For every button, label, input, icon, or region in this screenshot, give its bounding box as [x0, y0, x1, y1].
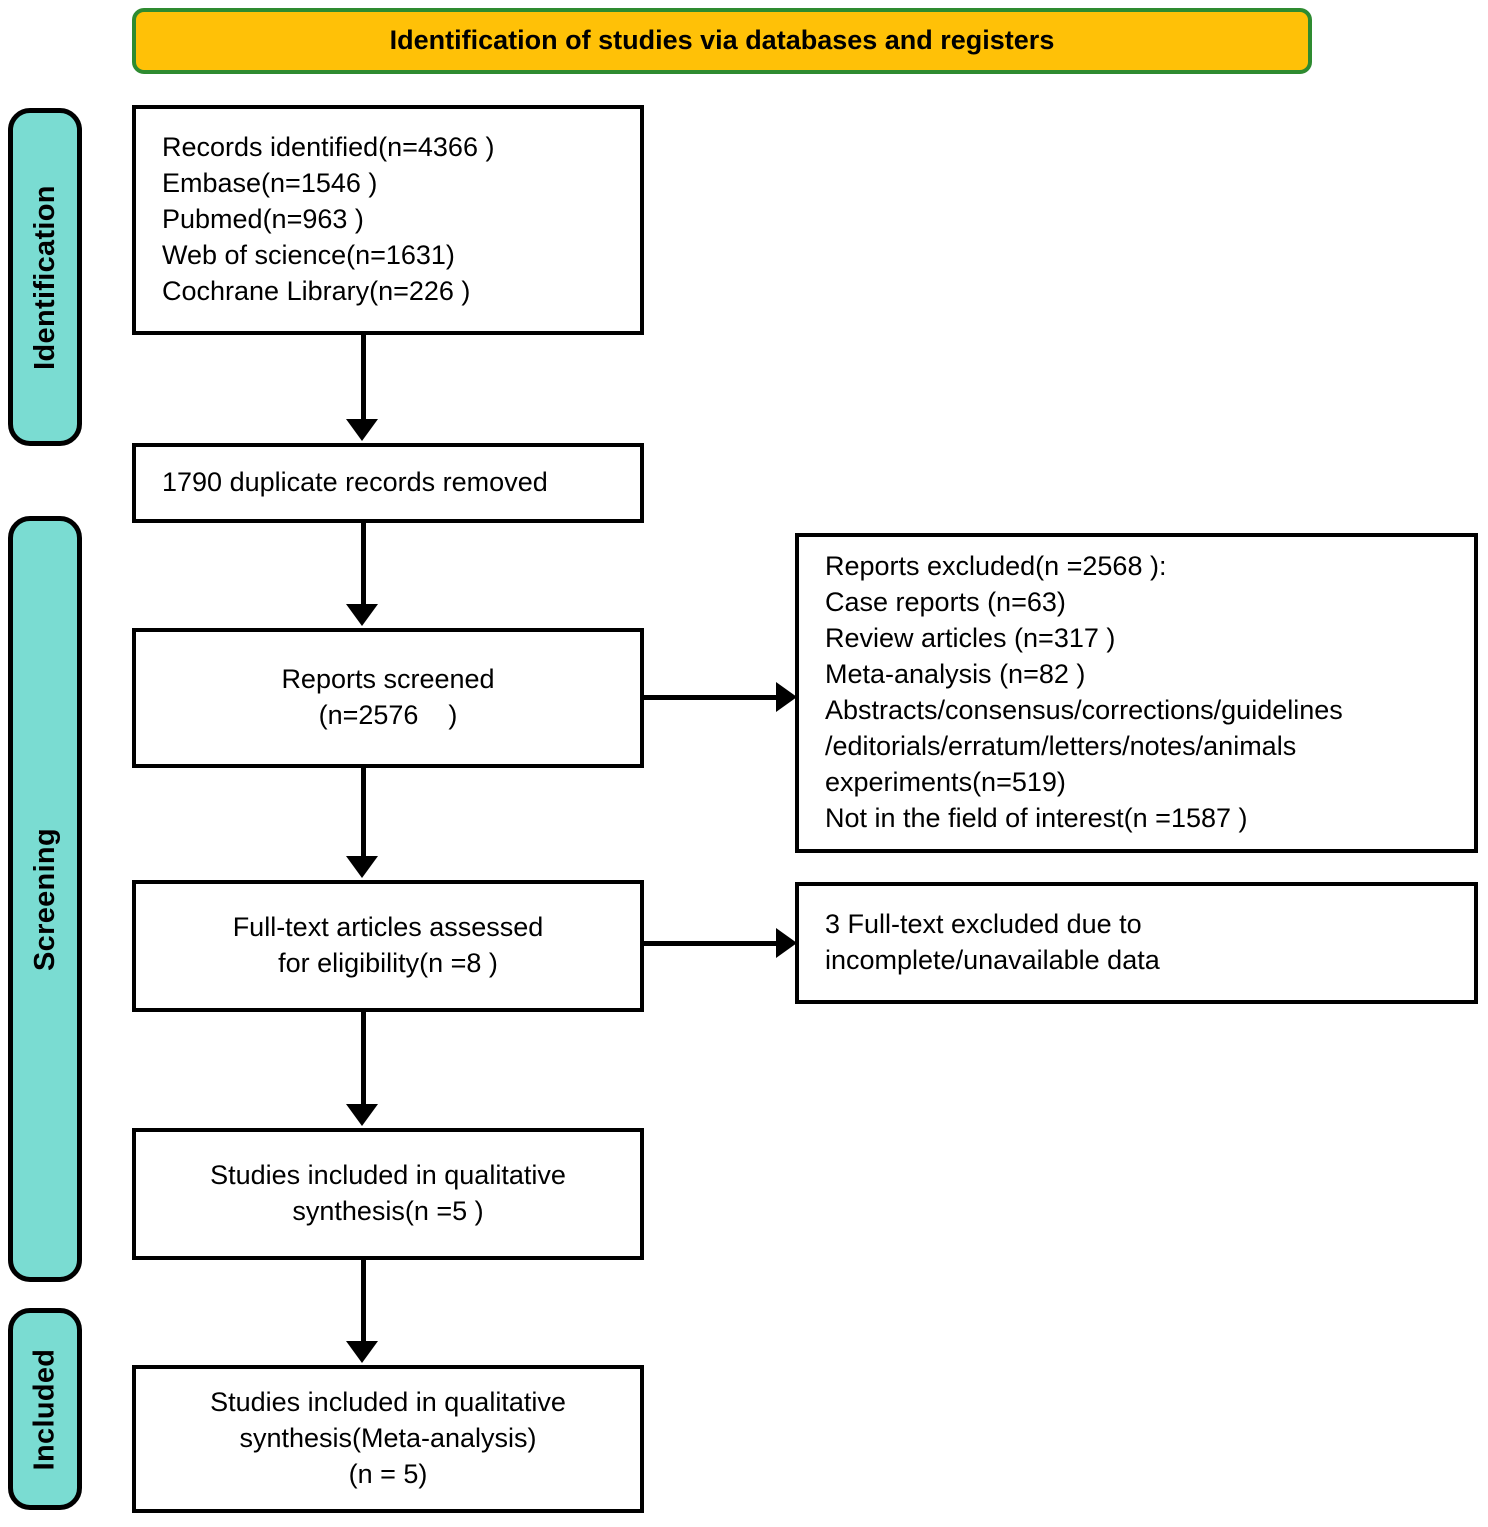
arrow-screened-to-excluded-head-icon — [776, 682, 797, 712]
arrow-screened-to-excluded-line — [644, 695, 778, 700]
box-line: Reports screened — [281, 664, 495, 695]
stage-label-included-text: Included — [28, 1348, 61, 1470]
box-line: experiments(n=519) — [825, 766, 1066, 797]
arrow-records-to-duplicates-line — [361, 335, 366, 421]
box-line: /editorials/erratum/letters/notes/animal… — [825, 730, 1297, 761]
box-line: Abstracts/consensus/corrections/guidelin… — [825, 695, 1343, 725]
arrow-fulltext-to-ftexcluded-head-icon — [776, 928, 797, 958]
box-line: Full-text articles assessed — [232, 912, 544, 943]
arrow-records-to-duplicates-head-icon — [346, 419, 378, 441]
arrow-qualitative-to-meta-line — [361, 1260, 366, 1343]
arrow-fulltext-to-qualitative-line — [361, 1012, 366, 1106]
arrow-fulltext-to-qualitative-head-icon — [346, 1104, 378, 1126]
box-reports-excluded: Reports excluded(n =2568 ): Case reports… — [795, 533, 1478, 853]
box-line: Reports excluded(n =2568 ): — [825, 551, 1167, 582]
box-line: Review articles (n=317 ) — [825, 623, 1116, 654]
box-studies-included-qualitative: Studies included in qualitative synthesi… — [132, 1128, 644, 1260]
box-line: (n=2576 ) — [318, 700, 458, 730]
arrow-duplicates-to-screened-head-icon — [346, 604, 378, 626]
box-line: Studies included in qualitative — [210, 1160, 566, 1191]
arrow-duplicates-to-screened-line — [361, 523, 366, 606]
box-line: Studies included in qualitative — [210, 1387, 566, 1418]
box-studies-included-meta-analysis: Studies included in qualitative synthesi… — [132, 1365, 644, 1513]
stage-label-screening: Screening — [8, 516, 82, 1282]
box-line: Not in the field of interest(n =1587 ) — [825, 802, 1248, 833]
box-records-identified: Records identified(n=4366 ) Embase(n=154… — [132, 105, 644, 335]
box-line: (n = 5) — [348, 1458, 428, 1489]
box-line: Case reports (n=63) — [825, 587, 1066, 618]
box-line: 1790 duplicate records removed — [162, 467, 548, 498]
stage-label-screening-text: Screening — [28, 827, 61, 971]
box-line: Meta-analysis (n=82 ) — [825, 659, 1086, 690]
box-line: for eligibility(n =8 ) — [278, 948, 498, 978]
box-line: Cochrane Library(n=226 ) — [162, 275, 471, 306]
box-line: 3 Full-text excluded due to — [825, 909, 1142, 940]
box-reports-screened: Reports screened (n=2576 ) — [132, 628, 644, 768]
box-line: synthesis(Meta-analysis) — [239, 1423, 537, 1454]
box-line: incomplete/unavailable data — [825, 945, 1160, 975]
stage-label-included: Included — [8, 1308, 82, 1510]
stage-label-identification: Identification — [8, 108, 82, 446]
box-line: Web of science(n=1631) — [162, 239, 455, 270]
diagram-header-banner: Identification of studies via databases … — [132, 8, 1312, 74]
arrow-qualitative-to-meta-head-icon — [346, 1341, 378, 1363]
box-line: synthesis(n =5 ) — [292, 1196, 484, 1226]
box-line: Records identified(n=4366 ) — [162, 132, 495, 163]
arrow-screened-to-fulltext-head-icon — [346, 856, 378, 878]
arrow-fulltext-to-ftexcluded-line — [644, 941, 778, 946]
arrow-screened-to-fulltext-line — [361, 768, 366, 858]
box-fulltext-excluded: 3 Full-text excluded due to incomplete/u… — [795, 882, 1478, 1004]
box-fulltext-articles-assessed: Full-text articles assessed for eligibil… — [132, 880, 644, 1012]
box-line: Embase(n=1546 ) — [162, 168, 378, 199]
stage-label-identification-text: Identification — [28, 184, 61, 370]
diagram-title: Identification of studies via databases … — [389, 25, 1055, 56]
box-line: Pubmed(n=963 ) — [162, 204, 364, 235]
box-duplicate-records-removed: 1790 duplicate records removed — [132, 443, 644, 523]
